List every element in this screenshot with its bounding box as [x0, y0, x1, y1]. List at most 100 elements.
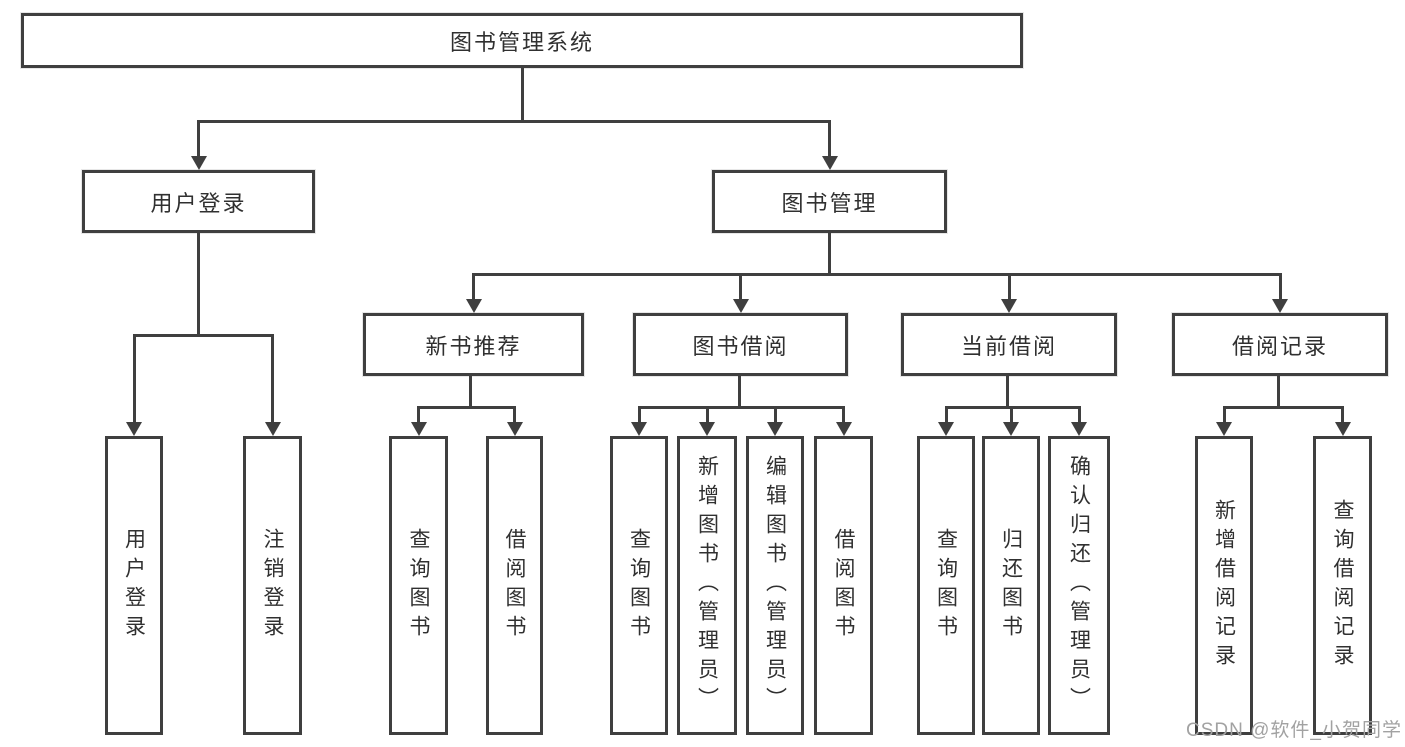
connector-mgmt-stub [828, 233, 831, 275]
node-new-book-recommend-label: 新书推荐 [425, 333, 522, 359]
leaf-query-borrow-record-label: 查询借阅记录 [1331, 498, 1354, 673]
connector-mgmt-rail [472, 273, 1282, 276]
connector-records-rail [1222, 406, 1344, 409]
leaf-query-books-b: 查询图书 [610, 436, 668, 735]
leaf-borrow-books-b-label: 借阅图书 [832, 527, 855, 644]
node-book-borrow: 图书借阅 [633, 313, 848, 376]
arrowhead-icon [1216, 422, 1232, 436]
arrow-down-icon [465, 273, 482, 313]
arrowhead-icon [264, 422, 281, 436]
arrowhead-icon [1071, 422, 1087, 436]
connector-userlogin-rail [132, 334, 274, 337]
leaf-query-books-b-label: 查询图书 [627, 527, 651, 644]
connector-shaft [1278, 273, 1282, 301]
arrowhead-icon [1001, 299, 1017, 313]
connector-records-stub [1277, 376, 1280, 408]
connector-root-rail [197, 120, 831, 123]
node-book-borrow-label: 图书借阅 [692, 333, 789, 359]
leaf-add-books: 新增图书（管理员） [677, 436, 737, 735]
leaf-add-borrow-record: 新增借阅记录 [1195, 436, 1253, 735]
leaf-user-login-label: 用户登录 [122, 527, 146, 644]
connector-root-stub [520, 68, 524, 120]
arrowhead-icon [1334, 422, 1351, 436]
leaf-return-books-label: 归还图书 [999, 527, 1023, 644]
leaf-edit-books-label: 编辑图书（管理员） [763, 455, 787, 716]
connector-shaft [1009, 406, 1013, 424]
arrow-down-icon [506, 406, 523, 436]
connector-shaft [132, 334, 136, 424]
node-user-login: 用户登录 [82, 170, 315, 233]
connector-shaft [1341, 406, 1344, 424]
leaf-edit-books: 编辑图书（管理员） [746, 436, 804, 735]
arrow-down-icon [767, 406, 783, 436]
leaf-borrow-books-b: 借阅图书 [814, 436, 873, 735]
node-user-login-label: 用户登录 [150, 190, 247, 216]
node-book-management-label: 图书管理 [781, 190, 878, 216]
arrow-down-icon [1001, 273, 1017, 313]
arrow-down-icon [821, 120, 838, 170]
connector-shaft [637, 406, 641, 424]
leaf-logout-label: 注销登录 [261, 527, 284, 644]
arrow-down-icon [1003, 406, 1019, 436]
leaf-borrow-books-a-label: 借阅图书 [503, 527, 526, 644]
arrowhead-icon [1003, 422, 1019, 436]
connector-shaft [1007, 273, 1011, 301]
leaf-query-books-c: 查询图书 [917, 436, 975, 735]
connector-shaft [705, 406, 709, 424]
arrowhead-icon [465, 299, 482, 313]
arrow-down-icon [126, 334, 142, 436]
node-borrow-records: 借阅记录 [1172, 313, 1388, 376]
connector-shaft [1222, 406, 1226, 424]
connector-shaft [197, 120, 200, 158]
node-root-label: 图书管理系统 [449, 29, 594, 55]
arrowhead-icon [126, 422, 142, 436]
arrowhead-icon [732, 299, 749, 313]
arrow-down-icon [1272, 273, 1288, 313]
leaf-user-login: 用户登录 [105, 436, 163, 735]
node-book-management: 图书管理 [712, 170, 947, 233]
connector-shaft [828, 120, 831, 158]
arrow-down-icon [699, 406, 715, 436]
connector-bookborrow-stub [737, 376, 741, 408]
node-current-borrow-label: 当前借阅 [960, 333, 1057, 359]
arrow-down-icon [1334, 406, 1351, 436]
leaf-query-borrow-record: 查询借阅记录 [1313, 436, 1372, 735]
arrowhead-icon [835, 422, 852, 436]
connector-bookborrow-rail [637, 406, 845, 409]
connector-currentborrow-stub [1006, 376, 1009, 408]
connector-shaft [472, 273, 475, 301]
csdn-watermark: CSDN @软件_小贺同学 [1186, 720, 1402, 741]
node-new-book-recommend: 新书推荐 [363, 313, 584, 376]
leaf-confirm-return-label: 确认归还（管理员） [1067, 455, 1091, 716]
arrowhead-icon [631, 422, 647, 436]
arrow-down-icon [264, 334, 281, 436]
connector-shaft [513, 406, 516, 424]
arrowhead-icon [938, 422, 954, 436]
node-borrow-records-label: 借阅记录 [1231, 333, 1328, 359]
connector-shaft [271, 334, 274, 424]
leaf-query-books-a: 查询图书 [389, 436, 448, 735]
leaf-borrow-books-a: 借阅图书 [486, 436, 543, 735]
connector-shaft [417, 406, 420, 424]
arrowhead-icon [767, 422, 783, 436]
connector-shaft [842, 406, 845, 424]
arrow-down-icon [835, 406, 852, 436]
leaf-confirm-return: 确认归还（管理员） [1048, 436, 1110, 735]
connector-newbook-rail [417, 406, 516, 409]
leaf-add-borrow-record-label: 新增借阅记录 [1212, 498, 1236, 673]
connector-userlogin-stub [197, 233, 200, 334]
connector-shaft [773, 406, 777, 424]
arrow-down-icon [1071, 406, 1087, 436]
leaf-query-books-c-label: 查询图书 [934, 527, 958, 644]
arrow-down-icon [1216, 406, 1232, 436]
connector-shaft [1077, 406, 1081, 424]
arrowhead-icon [1272, 299, 1288, 313]
connector-shaft [739, 273, 742, 301]
leaf-return-books: 归还图书 [982, 436, 1040, 735]
arrow-down-icon [732, 273, 749, 313]
node-current-borrow: 当前借阅 [901, 313, 1117, 376]
arrowhead-icon [410, 422, 427, 436]
arrow-down-icon [190, 120, 207, 170]
node-root: 图书管理系统 [21, 13, 1023, 68]
